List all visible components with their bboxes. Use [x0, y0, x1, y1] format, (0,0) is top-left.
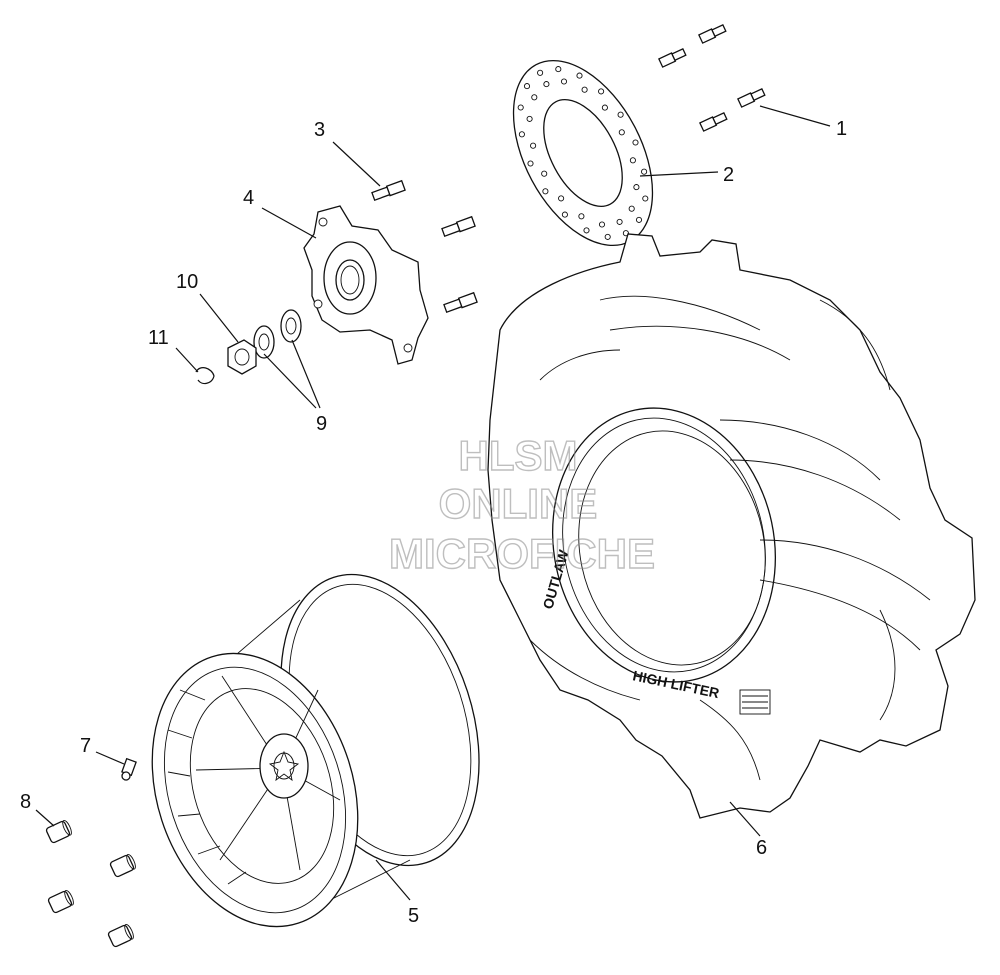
disc-hole: [581, 86, 588, 93]
cotter-pin: [195, 367, 215, 385]
disc-hole: [629, 157, 636, 164]
disc-hole: [555, 66, 562, 73]
watermark-line2: ONLINE: [439, 480, 598, 527]
callouts: 1 2 3 4 5 6 7 8 9 10 11: [20, 118, 847, 927]
disc-hole: [542, 188, 549, 195]
hub-studs: [371, 179, 478, 314]
callout-9: 9: [316, 413, 327, 435]
disc-hole: [641, 168, 648, 175]
watermark-line3: MICROFICHE: [389, 530, 655, 577]
callout-11: 11: [148, 327, 169, 349]
callout-6: 6: [756, 837, 767, 859]
callout-8: 8: [20, 791, 31, 813]
disc-hole: [604, 233, 611, 240]
disc-hole: [598, 88, 605, 95]
callout-3: 3: [314, 119, 325, 141]
callout-10: 10: [176, 271, 198, 293]
washers: [253, 309, 302, 359]
leader-lines: [35, 105, 831, 901]
callout-1: 1: [836, 118, 847, 140]
disc-hole: [526, 115, 533, 122]
callout-7: 7: [80, 735, 91, 757]
tire: OUTLAW HIGH LIFTER: [487, 233, 976, 819]
disc-hole: [543, 81, 550, 88]
wheel-hub: [303, 205, 429, 365]
callout-5: 5: [408, 905, 419, 927]
callout-4: 4: [243, 187, 254, 209]
watermark: HLSM ONLINE MICROFICHE: [388, 431, 655, 577]
watermark-line1: HLSM: [459, 432, 578, 479]
disc-hole: [560, 78, 568, 85]
disc-hole: [527, 160, 534, 167]
disc-hole: [561, 211, 568, 218]
disc-hole: [598, 221, 606, 228]
brake-disc-bolts: [658, 23, 766, 132]
disc-hole: [642, 195, 649, 202]
castle-nut: [227, 339, 257, 375]
lug-nuts: [45, 819, 136, 948]
disc-hole: [628, 205, 635, 212]
disc-hole: [618, 129, 625, 136]
disc-hole: [632, 139, 639, 146]
callout-2: 2: [723, 164, 734, 186]
disc-hole: [558, 195, 565, 202]
disc-hole: [633, 184, 640, 191]
disc-hole: [517, 104, 524, 111]
disc-hole: [601, 104, 608, 111]
brake-disc: [512, 59, 654, 247]
disc-hole: [537, 69, 544, 76]
disc-hole: [578, 213, 585, 220]
valve-stem: [121, 757, 137, 781]
disc-hole: [583, 227, 590, 234]
disc-hole: [617, 111, 624, 118]
disc-hole: [530, 142, 537, 149]
disc-hole: [531, 94, 538, 101]
wheel-rim: [151, 573, 480, 928]
disc-hole: [541, 170, 548, 177]
disc-hole: [518, 131, 525, 138]
disc-hole: [616, 218, 623, 225]
disc-hole: [523, 83, 531, 90]
disc-hole: [576, 72, 583, 79]
disc-hole: [635, 216, 643, 223]
